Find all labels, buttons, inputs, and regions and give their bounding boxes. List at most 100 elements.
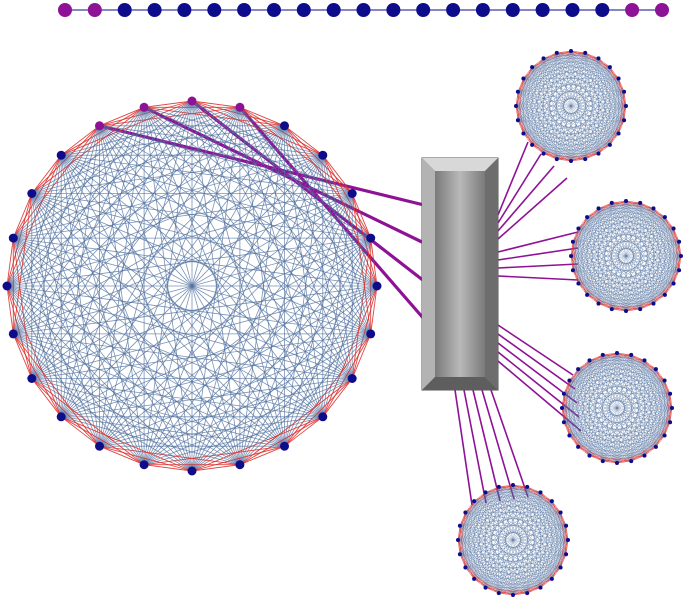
interior-edge bbox=[527, 501, 553, 594]
outer-edge bbox=[569, 435, 579, 448]
outer-edge bbox=[618, 120, 625, 134]
interior-edge bbox=[474, 578, 541, 588]
cluster-node bbox=[561, 391, 566, 396]
cluster-node bbox=[653, 367, 658, 372]
interior-edge bbox=[515, 52, 557, 107]
interior-edge bbox=[459, 554, 552, 580]
interior-edge bbox=[31, 100, 193, 379]
interior-edge bbox=[586, 241, 680, 296]
interior-edge bbox=[61, 416, 241, 466]
cluster-node bbox=[496, 591, 501, 596]
line-graph-node bbox=[296, 3, 311, 17]
outer-edge bbox=[239, 106, 353, 194]
interior-edge bbox=[598, 208, 641, 310]
interior-edge bbox=[556, 58, 599, 160]
cluster-node bbox=[651, 301, 656, 306]
outer-edge bbox=[191, 464, 240, 472]
outer-edge bbox=[284, 416, 324, 447]
outer-edge bbox=[485, 486, 499, 493]
outer-edge bbox=[631, 455, 645, 462]
interior-edge bbox=[561, 407, 603, 462]
cluster-node bbox=[521, 76, 526, 81]
cluster-node bbox=[662, 292, 667, 297]
cluster-node bbox=[463, 565, 468, 570]
outer-edge bbox=[551, 567, 561, 580]
cluster-node bbox=[668, 420, 673, 425]
interior-edge bbox=[563, 393, 590, 456]
outer-edge bbox=[12, 193, 33, 239]
interior-edge bbox=[572, 208, 599, 271]
cluster-node bbox=[457, 523, 462, 528]
outer-edge bbox=[644, 360, 657, 370]
interior-edge bbox=[611, 208, 654, 310]
cluster-node bbox=[541, 56, 546, 61]
interior-edge bbox=[616, 369, 657, 464]
outer-edge bbox=[459, 512, 466, 555]
outer-edge bbox=[669, 407, 673, 423]
port-node bbox=[95, 121, 104, 131]
interior-edge bbox=[523, 133, 599, 154]
interior-edge bbox=[13, 193, 353, 239]
interior-edge bbox=[569, 360, 645, 436]
interior-edge bbox=[13, 237, 353, 379]
outer-edge bbox=[465, 567, 475, 580]
interior-edge bbox=[577, 354, 603, 447]
cluster-node bbox=[366, 233, 376, 243]
outer-edge bbox=[589, 455, 603, 462]
interior-edge bbox=[517, 50, 572, 92]
outer-edge bbox=[602, 352, 618, 356]
outer-edge bbox=[565, 539, 569, 555]
outer-edge bbox=[678, 255, 682, 271]
cluster-node bbox=[456, 538, 460, 542]
interior-edge bbox=[239, 107, 378, 287]
interior-edge bbox=[523, 91, 625, 134]
cluster-node bbox=[554, 50, 559, 55]
interior-edge bbox=[61, 125, 285, 156]
cluster-node bbox=[596, 56, 601, 61]
outer-edge bbox=[370, 285, 378, 334]
interior-edge bbox=[13, 333, 193, 472]
interior-edge bbox=[517, 66, 611, 121]
interior-edge bbox=[459, 554, 514, 596]
outer-edge bbox=[512, 592, 528, 596]
cluster-node bbox=[561, 420, 566, 425]
interior-edge bbox=[523, 120, 625, 134]
interior-edge bbox=[465, 512, 528, 594]
interior-edge bbox=[6, 237, 371, 287]
interior-edge bbox=[664, 228, 674, 295]
cluster-node bbox=[483, 585, 488, 590]
interior-edge bbox=[527, 539, 569, 594]
interior-edge bbox=[13, 333, 285, 447]
interior-edge bbox=[60, 125, 100, 417]
cluster-node bbox=[651, 206, 656, 211]
outer-edge bbox=[6, 238, 14, 287]
outer-edge bbox=[664, 380, 671, 394]
outer-edge bbox=[598, 144, 611, 154]
cluster-node bbox=[564, 523, 569, 528]
cluster-node bbox=[629, 352, 634, 357]
line-graph-node bbox=[117, 3, 132, 17]
cluster-node bbox=[576, 281, 581, 286]
interior-edge bbox=[465, 525, 567, 568]
interior-edge bbox=[543, 78, 619, 154]
big-cluster bbox=[2, 96, 382, 476]
interior-edge bbox=[191, 100, 371, 239]
outer-edge bbox=[191, 100, 323, 156]
interior-edge bbox=[143, 107, 353, 379]
interior-edge bbox=[631, 369, 657, 462]
interior-edge bbox=[517, 120, 599, 154]
interior-edge bbox=[523, 52, 586, 79]
interior-edge bbox=[655, 380, 665, 447]
interior-edge bbox=[569, 393, 671, 436]
interior-edge bbox=[459, 492, 541, 555]
interior-edge bbox=[569, 435, 632, 462]
interior-edge bbox=[531, 66, 599, 154]
outer-edge bbox=[644, 446, 657, 456]
interior-edge bbox=[13, 107, 241, 335]
cluster-node bbox=[8, 329, 18, 339]
interior-edge bbox=[99, 416, 323, 447]
outer-edge bbox=[618, 78, 625, 92]
switch-face bbox=[435, 171, 485, 377]
interior-edge bbox=[485, 512, 561, 588]
interior-edge bbox=[543, 50, 572, 154]
